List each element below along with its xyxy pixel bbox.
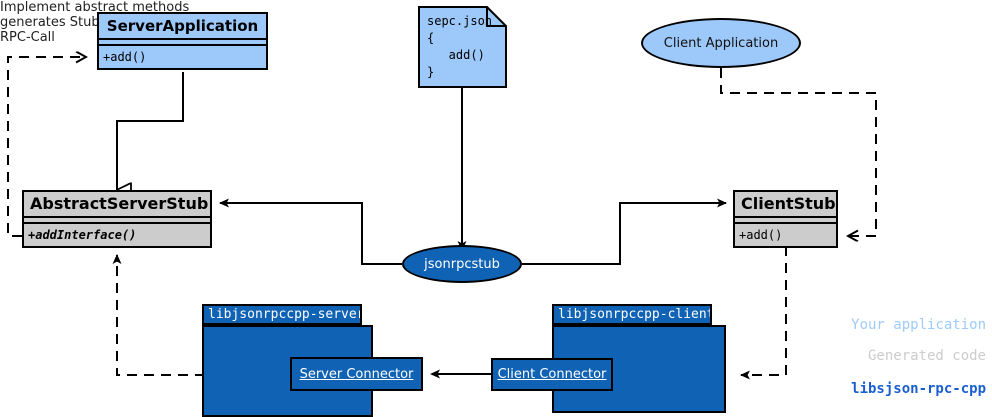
package-server-name: libjsonrpccpp-server [208,307,362,322]
node-client-application-label: Client Application [663,35,779,51]
node-client-application[interactable]: Client Application [641,18,801,68]
legend-label-your-application: Your application [851,317,986,333]
class-server-application-method: +add() [103,50,147,64]
legend-label-generated-code: Generated code [867,348,986,364]
note-shape [418,6,507,88]
node-jsonrpcstub[interactable]: jsonrpcstub [402,245,522,283]
package-server-body[interactable] [202,325,373,417]
legend-label-library: libsjson-rpc-cpp [851,381,986,397]
class-server-application-title: ServerApplication [106,17,259,35]
note-spec-json-text: sepc.json { add() } [427,14,493,79]
edge-generator-to-client-stub [522,198,727,265]
note-fold-icon [486,7,506,27]
package-client-name: libjsonrpccpp-client [558,307,712,322]
package-client-tab: libjsonrpccpp-client [552,304,712,325]
node-jsonrpcstub-label: jsonrpcstub [424,256,500,272]
component-client-connector-label: Client Connector [497,367,607,382]
edge-implements-dashed [7,57,86,237]
label-generates-stubs: generates Stubs [0,15,107,30]
class-abstract-server-stub[interactable]: AbstractServerStub +addInterface() [22,190,212,248]
legend-item-generated-code: Generated code [868,348,986,364]
class-abstract-server-stub-method: +addInterface() [28,228,137,242]
class-server-application[interactable]: ServerApplication +add() [97,12,268,70]
label-rpc-call: RPC-Call [0,30,55,45]
component-server-connector[interactable]: Server Connector [290,357,423,391]
class-client-stub-title: ClientStub [741,194,836,213]
package-server-tab: libjsonrpccpp-server [202,304,362,325]
edge-rpc-call [720,68,877,236]
edge-generalization [116,72,184,190]
class-client-stub[interactable]: ClientStub +add() [733,190,838,248]
class-separator [24,216,210,224]
class-separator [735,216,836,224]
component-server-connector-label: Server Connector [299,366,414,382]
edge-generator-to-server-stub [219,198,402,265]
component-client-connector[interactable]: Client Connector [491,358,613,391]
label-implement-abstract-methods: Implement abstract methods [0,0,190,15]
edge-client-stub-to-client-connector [740,246,787,380]
class-separator [99,38,266,46]
legend-item-library: libsjson-rpc-cpp [851,381,986,397]
legend-item-your-application: Your application [851,317,986,333]
class-client-stub-method: +add() [739,228,783,242]
class-abstract-server-stub-title: AbstractServerStub [30,194,209,213]
